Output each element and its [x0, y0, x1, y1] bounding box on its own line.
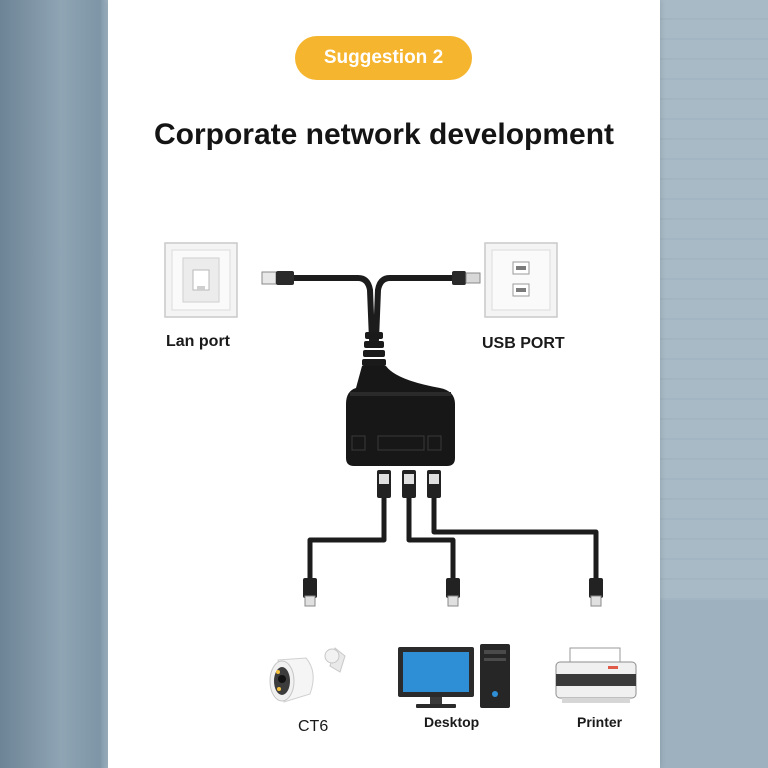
background-panel-bottom	[660, 600, 768, 768]
page-title: Corporate network development	[153, 118, 615, 151]
camera-icon	[269, 647, 346, 703]
lan-wall-plate	[164, 242, 238, 318]
usb-port-label: USB PORT	[482, 335, 565, 352]
output-cables	[307, 498, 599, 582]
bottom-plugs	[303, 578, 603, 607]
splitter-hub	[346, 366, 455, 466]
suggestion-badge: Suggestion 2	[295, 36, 472, 80]
suggestion-badge-label: Suggestion 2	[323, 47, 444, 68]
strain-relief	[362, 332, 386, 366]
printer-icon	[555, 647, 637, 703]
desktop-label: Desktop	[424, 714, 480, 730]
input-cables	[289, 275, 458, 343]
usb-input-plug	[452, 271, 481, 285]
rj45-input-plug	[261, 271, 294, 285]
printer-label: Printer	[577, 714, 623, 730]
camera-label: CT6	[298, 718, 329, 735]
usb-wall-plate	[484, 242, 558, 318]
desktop-icon	[398, 644, 510, 708]
lan-port-label: Lan port	[166, 333, 230, 350]
output-plugs	[377, 470, 441, 498]
